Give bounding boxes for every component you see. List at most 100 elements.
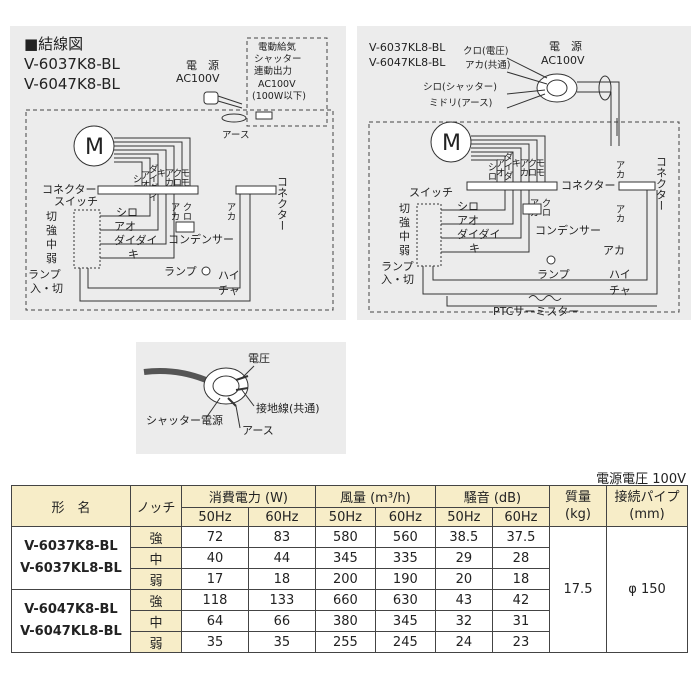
left-sw-high: 強	[46, 224, 57, 237]
left-wiring-diagram: ■結線図 V-6037K8-BL V-6047K8-BL 電 源 AC100V …	[10, 26, 346, 320]
left-sw-mid: 中	[46, 238, 57, 251]
table-row: 中 40 44 345 335 29 28	[12, 547, 688, 569]
cell: 29	[434, 547, 493, 569]
right-connector-right-icon	[618, 181, 656, 191]
table-row: 中 64 66 380 345 32 31	[12, 610, 688, 632]
plug-ground-leader	[241, 389, 255, 407]
cell: 118	[181, 589, 249, 611]
notch-cell: 強	[130, 589, 182, 611]
notch-cell: 強	[130, 526, 182, 548]
left-switch-label: スイッチ	[54, 195, 98, 208]
cell: 20	[434, 568, 493, 590]
plug-shutter-leader	[205, 397, 221, 419]
left-sw-off: 切	[46, 210, 57, 223]
right-model-1: V-6037KL8-BL	[369, 41, 446, 54]
left-w-daidai: ダイダイ	[114, 233, 158, 247]
left-plug-icon	[203, 91, 243, 109]
cell: 18	[247, 568, 316, 590]
cell: 23	[491, 631, 551, 653]
right-connector-v: コネクター	[655, 156, 668, 211]
left-hai: ハイ	[218, 269, 240, 282]
right-switch-wires	[422, 190, 658, 307]
left-switch-wires	[79, 194, 251, 302]
group1-models: V-6037K8-BL V-6037KL8-BL	[11, 526, 131, 590]
left-earth-label: アース	[222, 130, 249, 141]
left-shutter-2: シャッター	[254, 54, 302, 65]
th-notch: ノッチ	[130, 485, 182, 527]
right-v-wire-7: モモ	[534, 158, 545, 177]
right-model-2: V-6047KL8-BL	[369, 56, 446, 69]
right-wiring-diagram: V-6037KL8-BL V-6047KL8-BL 電 源 AC100V クロ(…	[357, 26, 691, 320]
cell: 44	[247, 547, 316, 569]
right-w-ki: キ	[469, 242, 480, 255]
plug-svg: 電圧 接地線(共通) シャッター電源 アース	[143, 352, 320, 437]
left-v-wire-3: ダイダイ	[147, 163, 159, 202]
left-motor-wires	[114, 137, 191, 186]
cell: 660	[314, 589, 376, 611]
right-v-wire-1: シロ	[486, 162, 497, 181]
left-cond-wire-1: アカ	[169, 202, 180, 221]
left-v-wire-6: クロ	[171, 168, 182, 187]
right-v-wire-4: キ	[510, 158, 521, 168]
left-title: ■結線図	[24, 35, 83, 53]
right-motor-wires	[471, 135, 546, 182]
left-model-2: V-6047K8-BL	[24, 75, 121, 93]
left-v-wire-7: モモ	[179, 168, 190, 187]
plug-voltage-label: 電圧	[248, 352, 270, 365]
plug-ground-label: 接地線(共通)	[256, 401, 320, 415]
right-wiring-svg: V-6037KL8-BL V-6047KL8-BL 電 源 AC100V クロ(…	[368, 39, 680, 318]
table-row: V-6037K8-BL V-6037KL8-BL 強 72 83 580 560…	[11, 526, 688, 653]
right-aka-r1: アカ	[614, 160, 625, 179]
cell: 18	[491, 568, 551, 590]
notch-cell: 弱	[130, 631, 182, 653]
cell: 190	[374, 568, 436, 590]
right-ferrite-icon	[598, 75, 612, 101]
group2-models: V-6047K8-BL V-6047KL8-BL	[11, 589, 131, 653]
cell: 31	[491, 610, 551, 632]
left-ferrite-icon	[221, 113, 247, 123]
right-plug-wire-3: シロ(シャッター)	[423, 82, 497, 93]
left-shutter-5: (100W以下)	[252, 91, 306, 102]
th-air-60: 60Hz	[374, 507, 436, 527]
cell: 35	[247, 631, 316, 653]
left-v-wire-2: アオ	[139, 170, 151, 189]
cell: 83	[247, 526, 316, 548]
cell: 66	[247, 610, 316, 632]
group1-model-a: V-6037K8-BL	[24, 539, 118, 554]
th-noise: 騒音 (dB)	[434, 485, 551, 508]
cell: 345	[374, 610, 436, 632]
right-cond-wire-2: クロ	[540, 198, 551, 217]
right-plug-wire-2: アカ(共通)	[465, 60, 510, 71]
cell: 255	[314, 631, 376, 653]
left-connector-v: コネクター	[276, 176, 289, 231]
right-enclosure	[368, 121, 680, 313]
group2-model-a: V-6047K8-BL	[24, 602, 118, 617]
cell: 630	[374, 589, 436, 611]
right-lamp-sw-1: ランプ	[381, 260, 414, 273]
left-wiring-svg: ■結線図 V-6037K8-BL V-6047K8-BL 電 源 AC100V …	[24, 35, 334, 311]
right-v-wire-3: ダイダイ	[502, 151, 514, 190]
right-sw-mid: 中	[399, 230, 410, 243]
left-connector-label: コネクター	[42, 183, 97, 196]
th-power: 消費電力 (W)	[181, 485, 316, 508]
th-mass: 質量 (kg)	[549, 485, 607, 527]
right-connector-icon	[466, 181, 558, 191]
right-motor-label: M	[442, 131, 461, 156]
right-sw-high: 強	[399, 216, 410, 229]
left-power-label: 電 源	[186, 58, 219, 72]
right-hai: ハイ	[609, 268, 631, 281]
plug-earth-leader	[235, 405, 241, 429]
right-power-voltage: AC100V	[541, 54, 585, 67]
plug-voltage-leader	[241, 365, 255, 379]
pipe-cell: φ 150	[606, 526, 688, 653]
right-lamp-icon	[546, 255, 556, 265]
spec-table: 形 名 ノッチ 消費電力 (W) 風量 (m³/h) 騒音 (dB) 質量 (k…	[11, 485, 688, 653]
th-pipe: 接続パイプ (mm)	[606, 485, 688, 527]
cell: 200	[314, 568, 376, 590]
right-plug-wire-1: クロ(電圧)	[463, 46, 508, 57]
supply-voltage: 電源電圧 100V	[596, 472, 686, 487]
cell: 380	[314, 610, 376, 632]
mass-cell: 17.5	[549, 526, 607, 653]
left-connector-icon	[97, 185, 199, 195]
left-shutter-4: AC100V	[258, 79, 296, 90]
